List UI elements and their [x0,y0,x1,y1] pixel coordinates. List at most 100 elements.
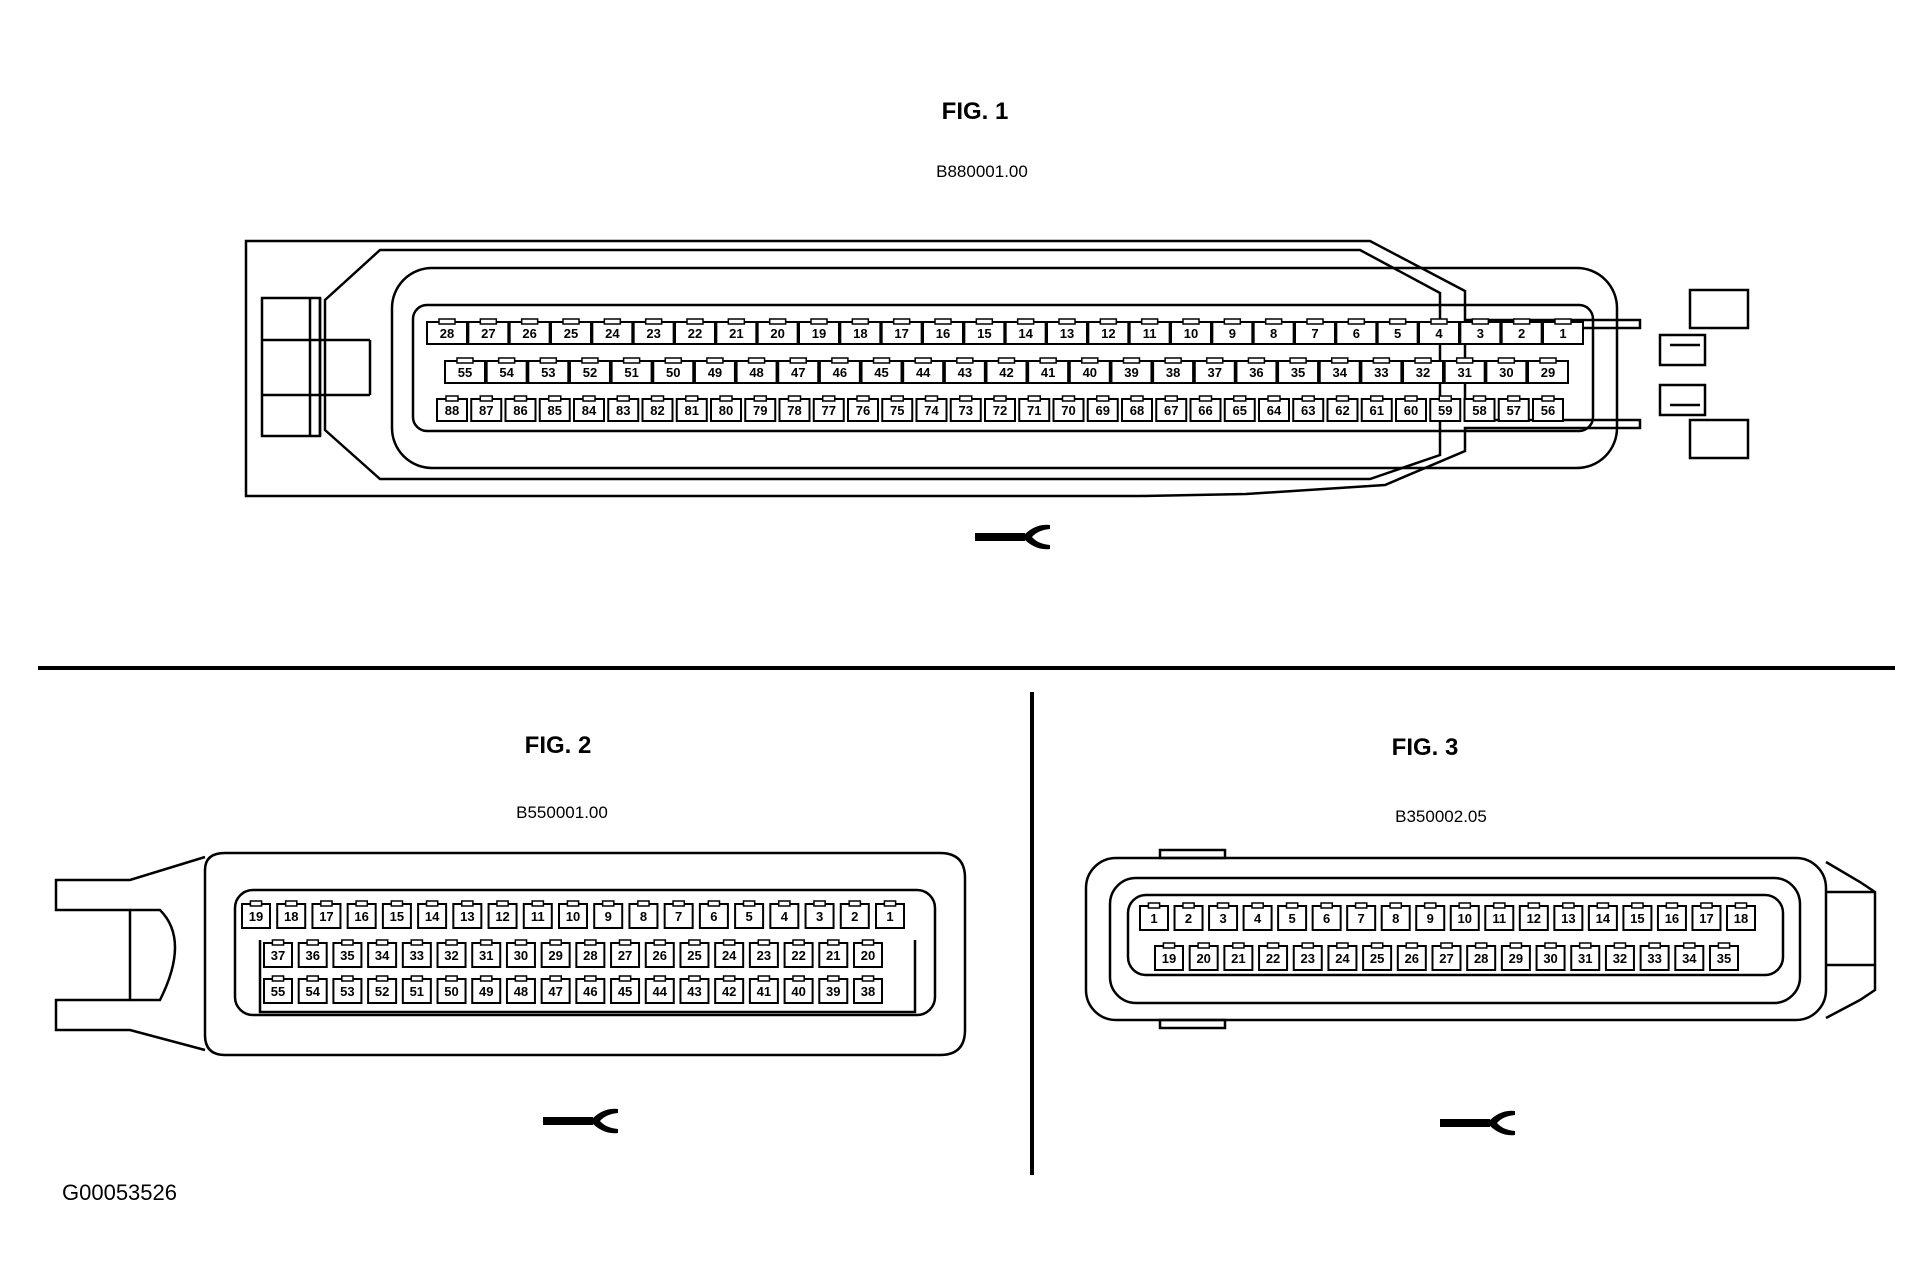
pin-label: 42 [722,984,736,999]
pin-64: 64 [1258,395,1290,422]
pin-key-notch [514,975,528,982]
pin-key-notch [496,900,509,907]
pin-key-notch [479,395,493,402]
pin-key-notch [531,900,545,907]
pin-label: 61 [1370,403,1384,418]
pin-label: 11 [531,909,545,924]
pin-key-notch [456,357,474,364]
pin-key-notch [479,939,493,946]
pin-key-notch [1130,395,1144,402]
pin-46: 46 [575,975,606,1004]
pin-key-notch [653,975,667,982]
pin-7: 7 [663,900,694,929]
pin-cavity [297,978,328,1004]
pin-label: 13 [460,909,474,924]
pin-24: 24 [591,318,634,345]
pin-label: 86 [513,403,527,418]
pin-14: 14 [417,900,448,929]
pin-cavity [1553,905,1584,931]
pin-label: 36 [1249,365,1263,380]
pin-cavity [1139,905,1169,931]
pin-key-notch [1122,357,1141,364]
pin-label: 3 [1477,326,1484,341]
pin-cavity [381,903,412,929]
pin-key-notch [848,900,862,907]
pin-label: 10 [1184,326,1198,341]
pin-58: 58 [1463,395,1496,422]
pin-key-notch [650,395,665,402]
pin-cavity [332,942,363,968]
pin-key-notch [566,900,580,907]
pin-31: 31 [471,939,502,968]
pin-73: 73 [949,395,982,422]
pin-label: 44 [916,365,931,380]
pin-11: 11 [1128,318,1171,345]
pin-label: 19 [812,326,826,341]
pin-label: 84 [582,403,597,418]
pin-label: 37 [1208,365,1222,380]
pin-key-notch [851,318,870,325]
pin-83: 83 [607,395,640,422]
pin-cavity [748,942,779,968]
pin-5: 5 [734,900,765,929]
pin-label: 18 [1734,911,1748,926]
pin-label: 88 [445,403,459,418]
pin-cavity [875,903,905,929]
pin-label: 20 [1196,951,1210,966]
pin-key-notch [341,939,354,946]
pin-label: 8 [640,909,647,924]
pin-21: 21 [818,939,849,968]
pin-label: 50 [444,984,458,999]
pin-label: 32 [1416,365,1430,380]
pin-label: 6 [1353,326,1360,341]
pin-45: 45 [860,357,903,384]
pin-cavity [241,903,271,929]
pin-33: 33 [1639,942,1670,971]
pin-key-notch [341,975,354,982]
pin-key-notch [959,395,973,402]
pin-52: 52 [367,975,398,1004]
pin-cavity [1674,945,1705,971]
pin-label: 9 [1229,326,1236,341]
pin-28: 28 [426,318,468,345]
pin-label: 13 [1561,911,1575,926]
pin-key-notch [375,939,389,946]
pin-cavity [505,942,536,968]
pin-label: 25 [564,326,578,341]
pin-2: 2 [1173,902,1204,931]
pin-key-notch [1539,357,1557,364]
pin-label: 27 [1439,951,1453,966]
pin-label: 8 [1270,326,1277,341]
pin-label: 85 [548,403,562,418]
pin-label: 41 [757,984,771,999]
pin-label: 41 [1041,365,1055,380]
pin-41: 41 [1027,357,1070,384]
pin-key-notch [548,395,562,402]
pin-cavity [1604,945,1635,971]
pin-key-notch [1440,942,1453,949]
pin-key-notch [1527,902,1541,909]
pin-label: 48 [749,365,763,380]
pin-label: 55 [458,365,472,380]
pin-key-notch [810,318,828,325]
pin-48: 48 [735,357,778,384]
pin-cavity [748,978,779,1004]
pin-54: 54 [297,975,328,1004]
pin-key-notch [1320,902,1333,909]
pin-45: 45 [610,975,641,1004]
pin-key-notch [479,318,498,325]
pin-key-notch [757,939,771,946]
pin-key-notch [719,395,733,402]
pin-key-notch [1404,395,1418,402]
pin-cavity [1223,945,1254,971]
pin-cavity [1639,945,1670,971]
pin-key-notch [1267,395,1281,402]
fig3-code: B350002.05 [1395,807,1487,826]
fig2-title: FIG. 2 [525,732,592,759]
pin-cavity [505,978,536,1004]
pin-cavity [818,978,849,1004]
pin-key-notch [1061,395,1076,402]
pin-key-notch [792,939,805,946]
pin-cavity [540,942,571,968]
pin-cavity [311,903,342,929]
